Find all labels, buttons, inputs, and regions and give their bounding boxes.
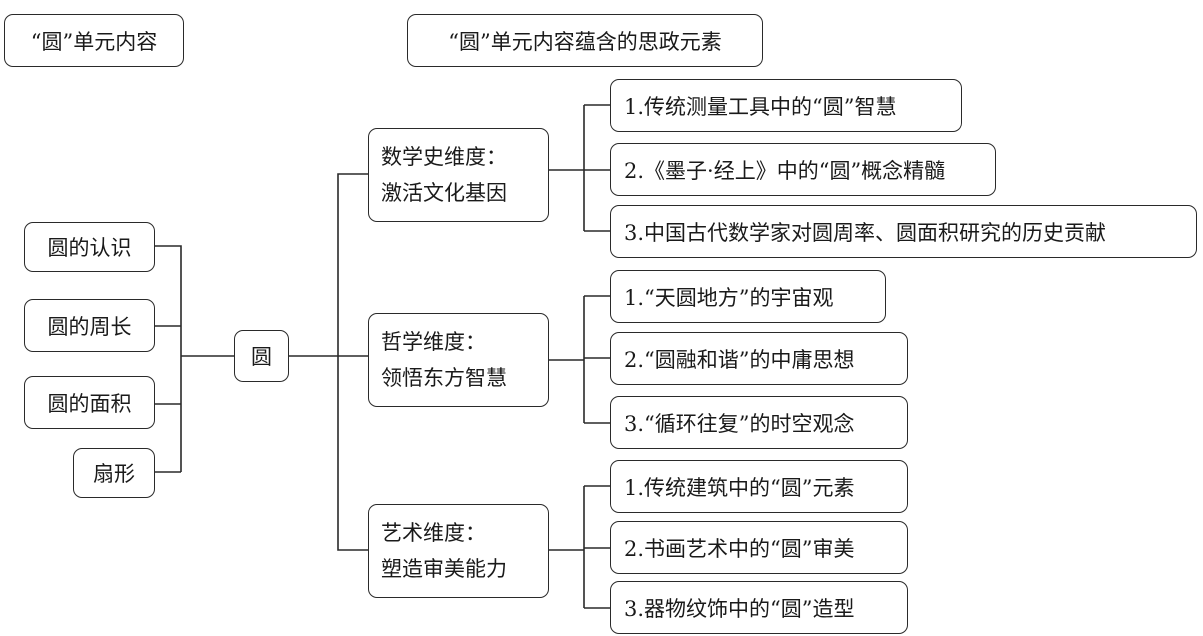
unit-box-sector: 扇形 xyxy=(73,448,155,498)
item-box-mozi: 2.《墨子·经上》中的“圆”概念精髓 xyxy=(610,143,996,196)
dimension-box-art: 艺术维度： 塑造审美能力 xyxy=(368,504,549,598)
item-box-harmony: 2.“圆融和谐”的中庸思想 xyxy=(610,332,908,385)
item-box-measuring-tools: 1.传统测量工具中的“圆”智慧 xyxy=(610,79,962,132)
dimension-box-philosophy: 哲学维度： 领悟东方智慧 xyxy=(368,313,549,407)
header-ideological-elements: “圆”单元内容蕴含的思政元素 xyxy=(407,14,763,67)
unit-box-circumference: 圆的周长 xyxy=(24,299,155,352)
dimension-title: 哲学维度： xyxy=(381,330,486,354)
item-box-calligraphy: 2.书画艺术中的“圆”审美 xyxy=(610,521,908,574)
item-box-cycle: 3.“循环往复”的时空观念 xyxy=(610,396,908,449)
dimension-title: 艺术维度： xyxy=(381,521,486,545)
dimension-subtitle: 塑造审美能力 xyxy=(381,557,507,581)
dimension-subtitle: 领悟东方智慧 xyxy=(381,366,507,390)
connector-dimension-1 xyxy=(549,104,610,232)
item-box-cosmology: 1.“天圆地方”的宇宙观 xyxy=(610,270,886,323)
item-box-ornament: 3.器物纹饰中的“圆”造型 xyxy=(610,581,908,634)
unit-box-recognition: 圆的认识 xyxy=(24,222,155,272)
unit-box-area: 圆的面积 xyxy=(24,376,155,429)
connector-dimension-3 xyxy=(549,485,610,609)
center-box-circle: 圆 xyxy=(234,330,289,382)
dimension-subtitle: 激活文化基因 xyxy=(381,181,507,205)
dimension-box-math-history: 数学史维度： 激活文化基因 xyxy=(368,128,549,222)
item-box-architecture: 1.传统建筑中的“圆”元素 xyxy=(610,460,908,513)
dimension-title: 数学史维度： xyxy=(381,145,507,169)
header-unit-content: “圆”单元内容 xyxy=(4,14,184,67)
connector-dimension-2 xyxy=(549,295,610,424)
item-box-mathematicians: 3.中国古代数学家对圆周率、圆面积研究的历史贡献 xyxy=(610,205,1197,258)
connector-units xyxy=(155,245,234,473)
connector-center-dimensions xyxy=(289,173,368,551)
